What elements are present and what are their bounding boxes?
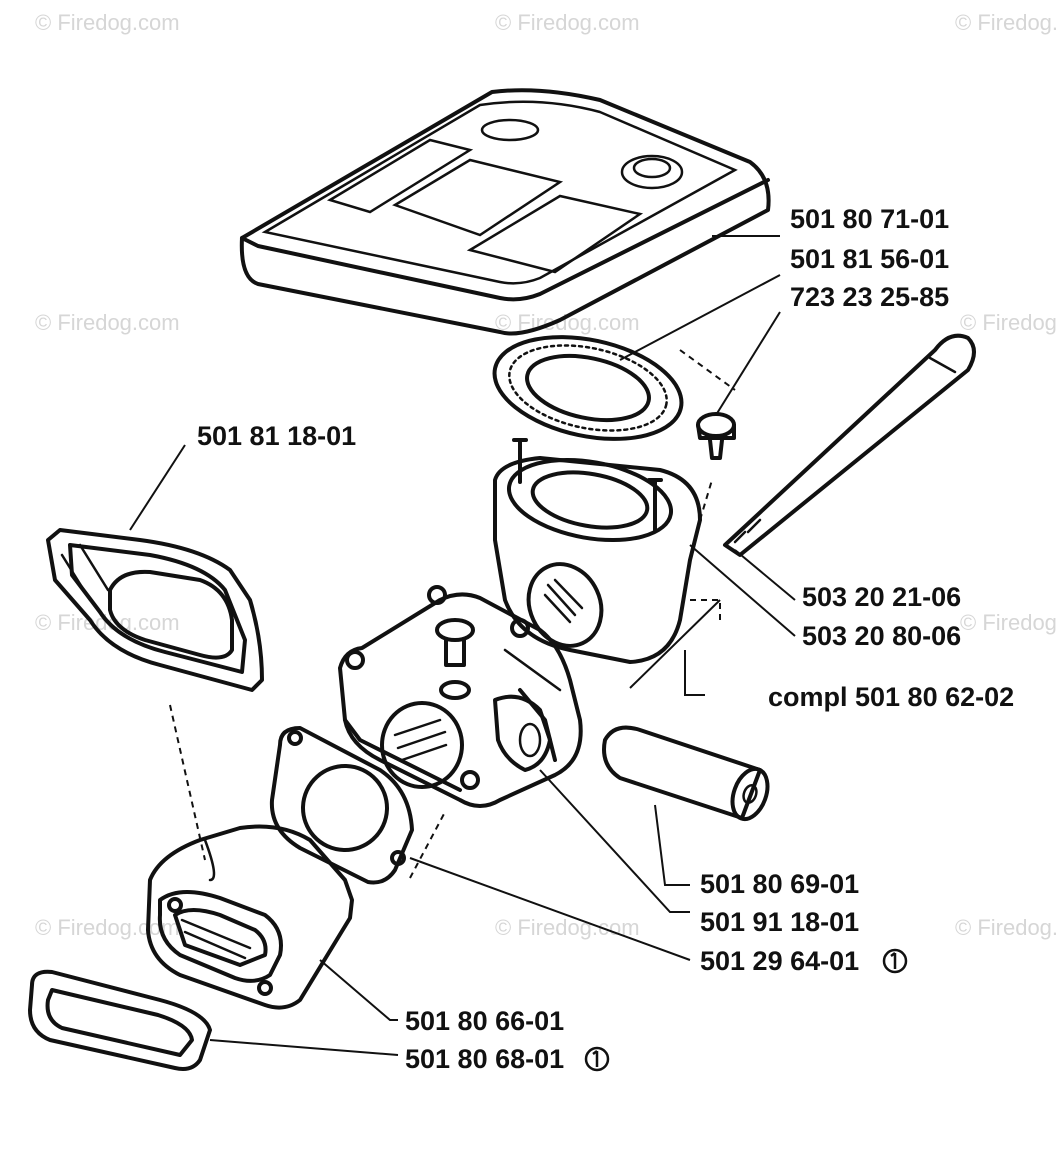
tube-drawing (602, 725, 770, 822)
label-bolt: 503 20 21-06 (802, 582, 961, 612)
watermark: © Firedog.com (35, 915, 180, 940)
watermarks: © Firedog.com © Firedog.com © Firedog.co… (35, 10, 1056, 940)
compl-bracket (629, 599, 721, 696)
label-gasket-top: 501 81 56-01 (790, 244, 949, 274)
adapter-drawing (493, 438, 721, 664)
part-labels: 501 80 71-01 501 81 56-01 723 23 25-85 5… (197, 204, 1014, 1074)
leader-lines (129, 235, 796, 1056)
label-air-filter-cover: 501 80 71-01 (790, 204, 949, 234)
label-screw: 723 23 25-85 (790, 282, 949, 312)
label-adapter: 503 20 80-06 (802, 621, 961, 651)
label-compl: compl 501 80 62-02 (768, 682, 1014, 712)
bolt-drawing (723, 333, 976, 557)
watermark: © Firedog.com (495, 915, 640, 940)
bottom-gasket-drawing (28, 969, 212, 1071)
watermark: © Firedog.com (35, 310, 180, 335)
watermark: © Firedog.com (955, 915, 1056, 940)
watermark: © Firedog.com (35, 10, 180, 35)
assembly-lines (169, 349, 736, 879)
watermark: © Firedog.com (955, 10, 1056, 35)
label-filter-frame: 501 81 18-01 (197, 421, 356, 451)
filter-frame-drawing (46, 528, 264, 692)
label-carburetor: 501 91 18-01 (700, 907, 859, 937)
watermark: © Firedog.com (495, 10, 640, 35)
label-tube: 501 80 69-01 (700, 869, 859, 899)
label-gasket-carb: 501 29 64-01 (700, 946, 859, 976)
air-filter-cover-drawing (239, 88, 771, 336)
carb-gasket-drawing (269, 726, 414, 885)
carburetor-drawing (338, 585, 583, 808)
intake-manifold-drawing (146, 824, 354, 1010)
top-gasket-drawing (492, 335, 684, 441)
watermark: © Firedog.com (960, 610, 1056, 635)
circled-one-icon (882, 948, 908, 974)
label-gasket-bottom: 501 80 68-01 (405, 1044, 564, 1074)
screw-drawing (696, 412, 736, 460)
label-intake-manifold: 501 80 66-01 (405, 1006, 564, 1036)
watermark: © Firedog.com (960, 310, 1056, 335)
circled-one-icon (584, 1046, 610, 1072)
